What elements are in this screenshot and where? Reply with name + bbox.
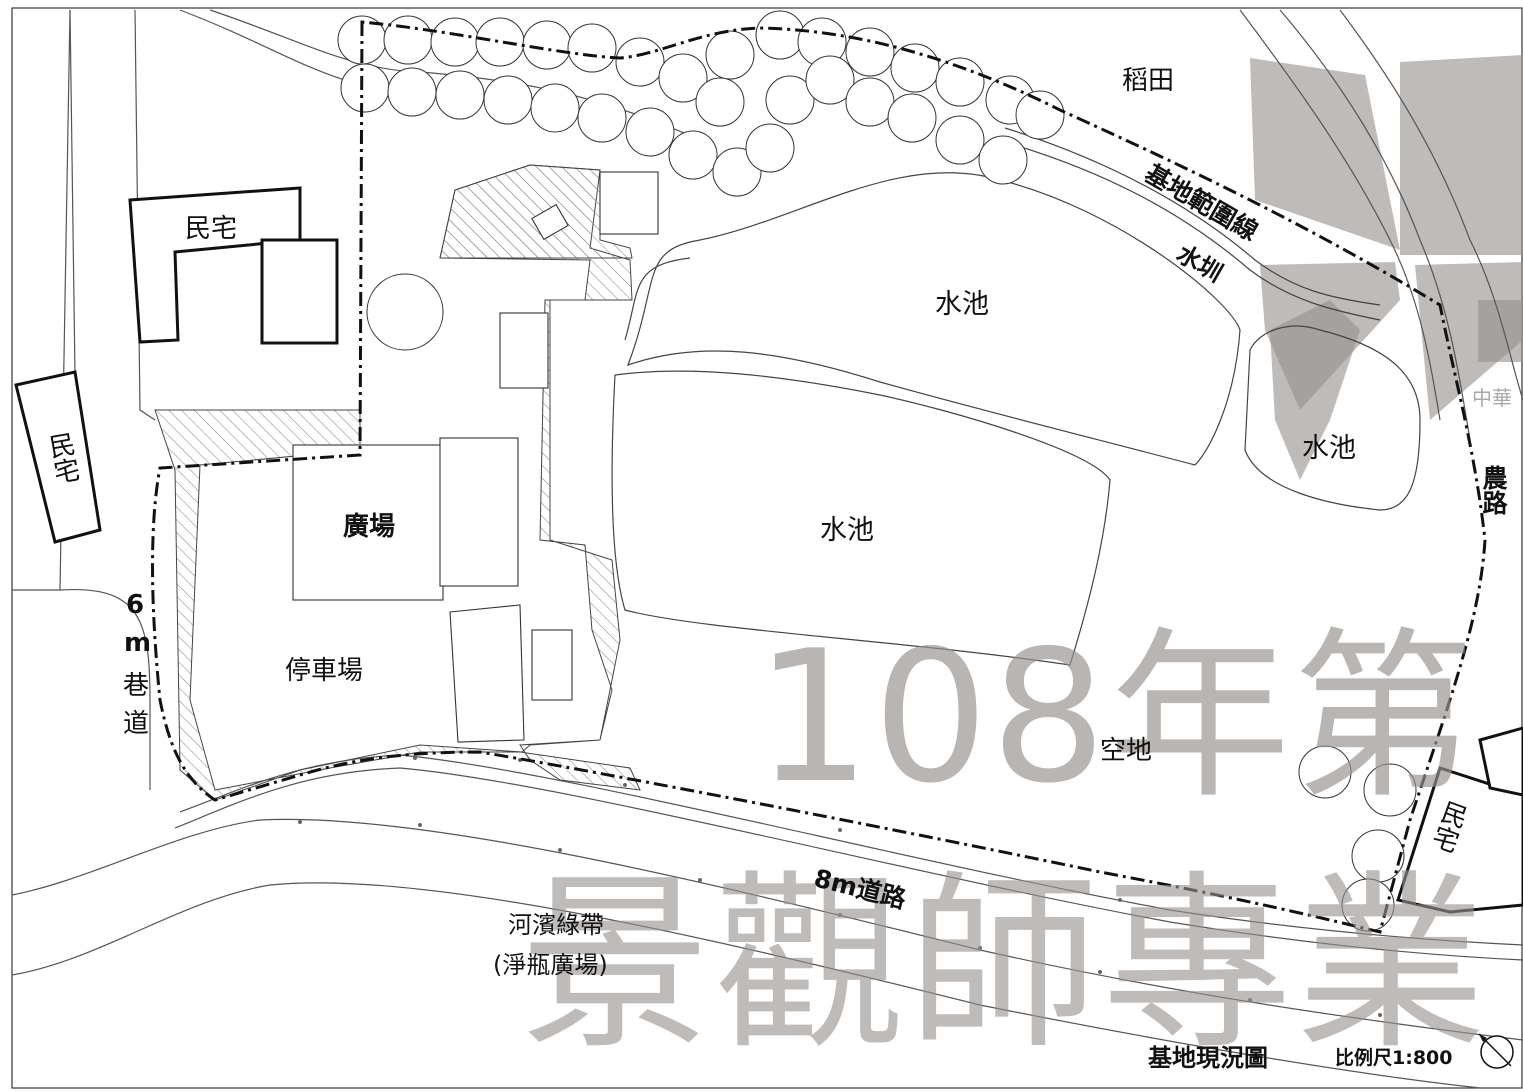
site-structures <box>292 171 659 743</box>
pond-label-right: 水池 <box>1302 433 1356 464</box>
alley-label-2: m <box>124 628 152 658</box>
riverside-label-line2: (淨瓶廣場) <box>493 951 608 979</box>
plaza-label: 廣場 <box>343 512 396 542</box>
vacant-land-label: 空地 <box>1100 736 1153 766</box>
pond-label-main: 水池 <box>820 515 874 546</box>
paved-area <box>154 164 641 801</box>
rice-field-label: 稻田 <box>1122 66 1175 96</box>
watermark-logo-text: 中華 <box>1472 386 1512 410</box>
map-title: 基地現況圖 <box>1148 1044 1268 1072</box>
watermark-text-top: 108年第 <box>755 611 1477 823</box>
road-edges <box>11 9 1523 1089</box>
watermark-text-bottom: 景觀師專業 <box>520 854 1491 1075</box>
residences <box>14 186 1523 914</box>
map-frame <box>11 7 1523 1089</box>
site-boundary-line <box>151 20 1487 934</box>
pond-label-upper: 水池 <box>935 289 989 320</box>
residence-label-top: 民宅 <box>185 214 238 244</box>
alley-label-1: 6 <box>126 590 145 620</box>
scale-label: 比例尺1:800 <box>1335 1047 1453 1069</box>
ponds <box>611 127 1421 666</box>
alley-label-4: 道 <box>123 709 150 739</box>
farm-road-label: 農路 <box>1479 465 1508 515</box>
riverside-label-line1: 河濱綠帶 <box>508 911 604 939</box>
trees <box>337 10 1417 932</box>
parking-label: 停車場 <box>285 656 364 686</box>
watermark-logo <box>1250 55 1523 480</box>
north-arrow-icon <box>1478 1033 1514 1069</box>
alley-label-3: 巷 <box>123 671 150 701</box>
